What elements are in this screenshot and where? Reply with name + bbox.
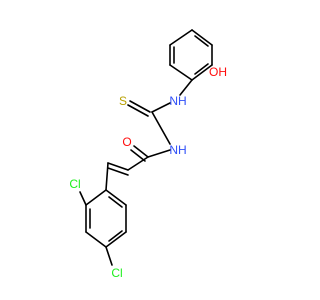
bond-alkene-to-ring	[105, 162, 109, 191]
bond-ring-a	[191, 64, 213, 81]
bond-ring-to-cl-para	[105, 246, 113, 266]
bond-ring-b-inner	[108, 196, 123, 208]
bond-ring-a-inner	[194, 35, 209, 47]
bond-ring-a	[191, 29, 213, 46]
bond-amide-nh-to-carbonyl	[147, 149, 171, 158]
bond-carbonyl-to-alkene	[127, 156, 149, 171]
bond-ring-a	[169, 64, 193, 81]
atom-label-chlorine-ortho: Cl	[69, 177, 80, 191]
bond-layer	[79, 29, 213, 266]
bond-ring-a	[169, 29, 193, 46]
bond-nh-to-thiocarbon	[151, 102, 171, 113]
bond-ring-b	[105, 231, 127, 248]
bond-ring-to-cl-ortho	[79, 191, 87, 206]
bond-ring-a-inner	[194, 63, 209, 75]
bond-ring-to-nh	[179, 79, 193, 96]
bond-thiocarbon-to-amide-nh	[151, 111, 171, 145]
atom-label-thioamide-nh: NH	[169, 94, 186, 108]
atom-label-carbonyl-oxygen: O	[122, 135, 131, 149]
atom-label-chlorine-para: Cl	[111, 266, 122, 280]
atom-label-sulfur: S	[119, 94, 127, 108]
atom-label-hydroxyl-oh: OH	[209, 65, 227, 79]
bond-thiocarbonyl	[127, 104, 149, 117]
bond-alkene	[107, 162, 129, 171]
atom-label-amide-nh: NH	[169, 143, 186, 157]
molecule-structure-diagram: OH NH S O NH Cl Cl	[69, 29, 227, 280]
bond-ring-b	[105, 189, 127, 206]
bond-thiocarbonyl	[129, 100, 151, 113]
bond-carbonyl	[130, 149, 146, 162]
bond-carbonyl	[133, 145, 149, 158]
bond-ring-b-inner	[108, 230, 123, 242]
bond-ring-b	[85, 189, 107, 206]
bond-ring-b	[85, 231, 107, 248]
bond-alkene	[107, 167, 129, 176]
